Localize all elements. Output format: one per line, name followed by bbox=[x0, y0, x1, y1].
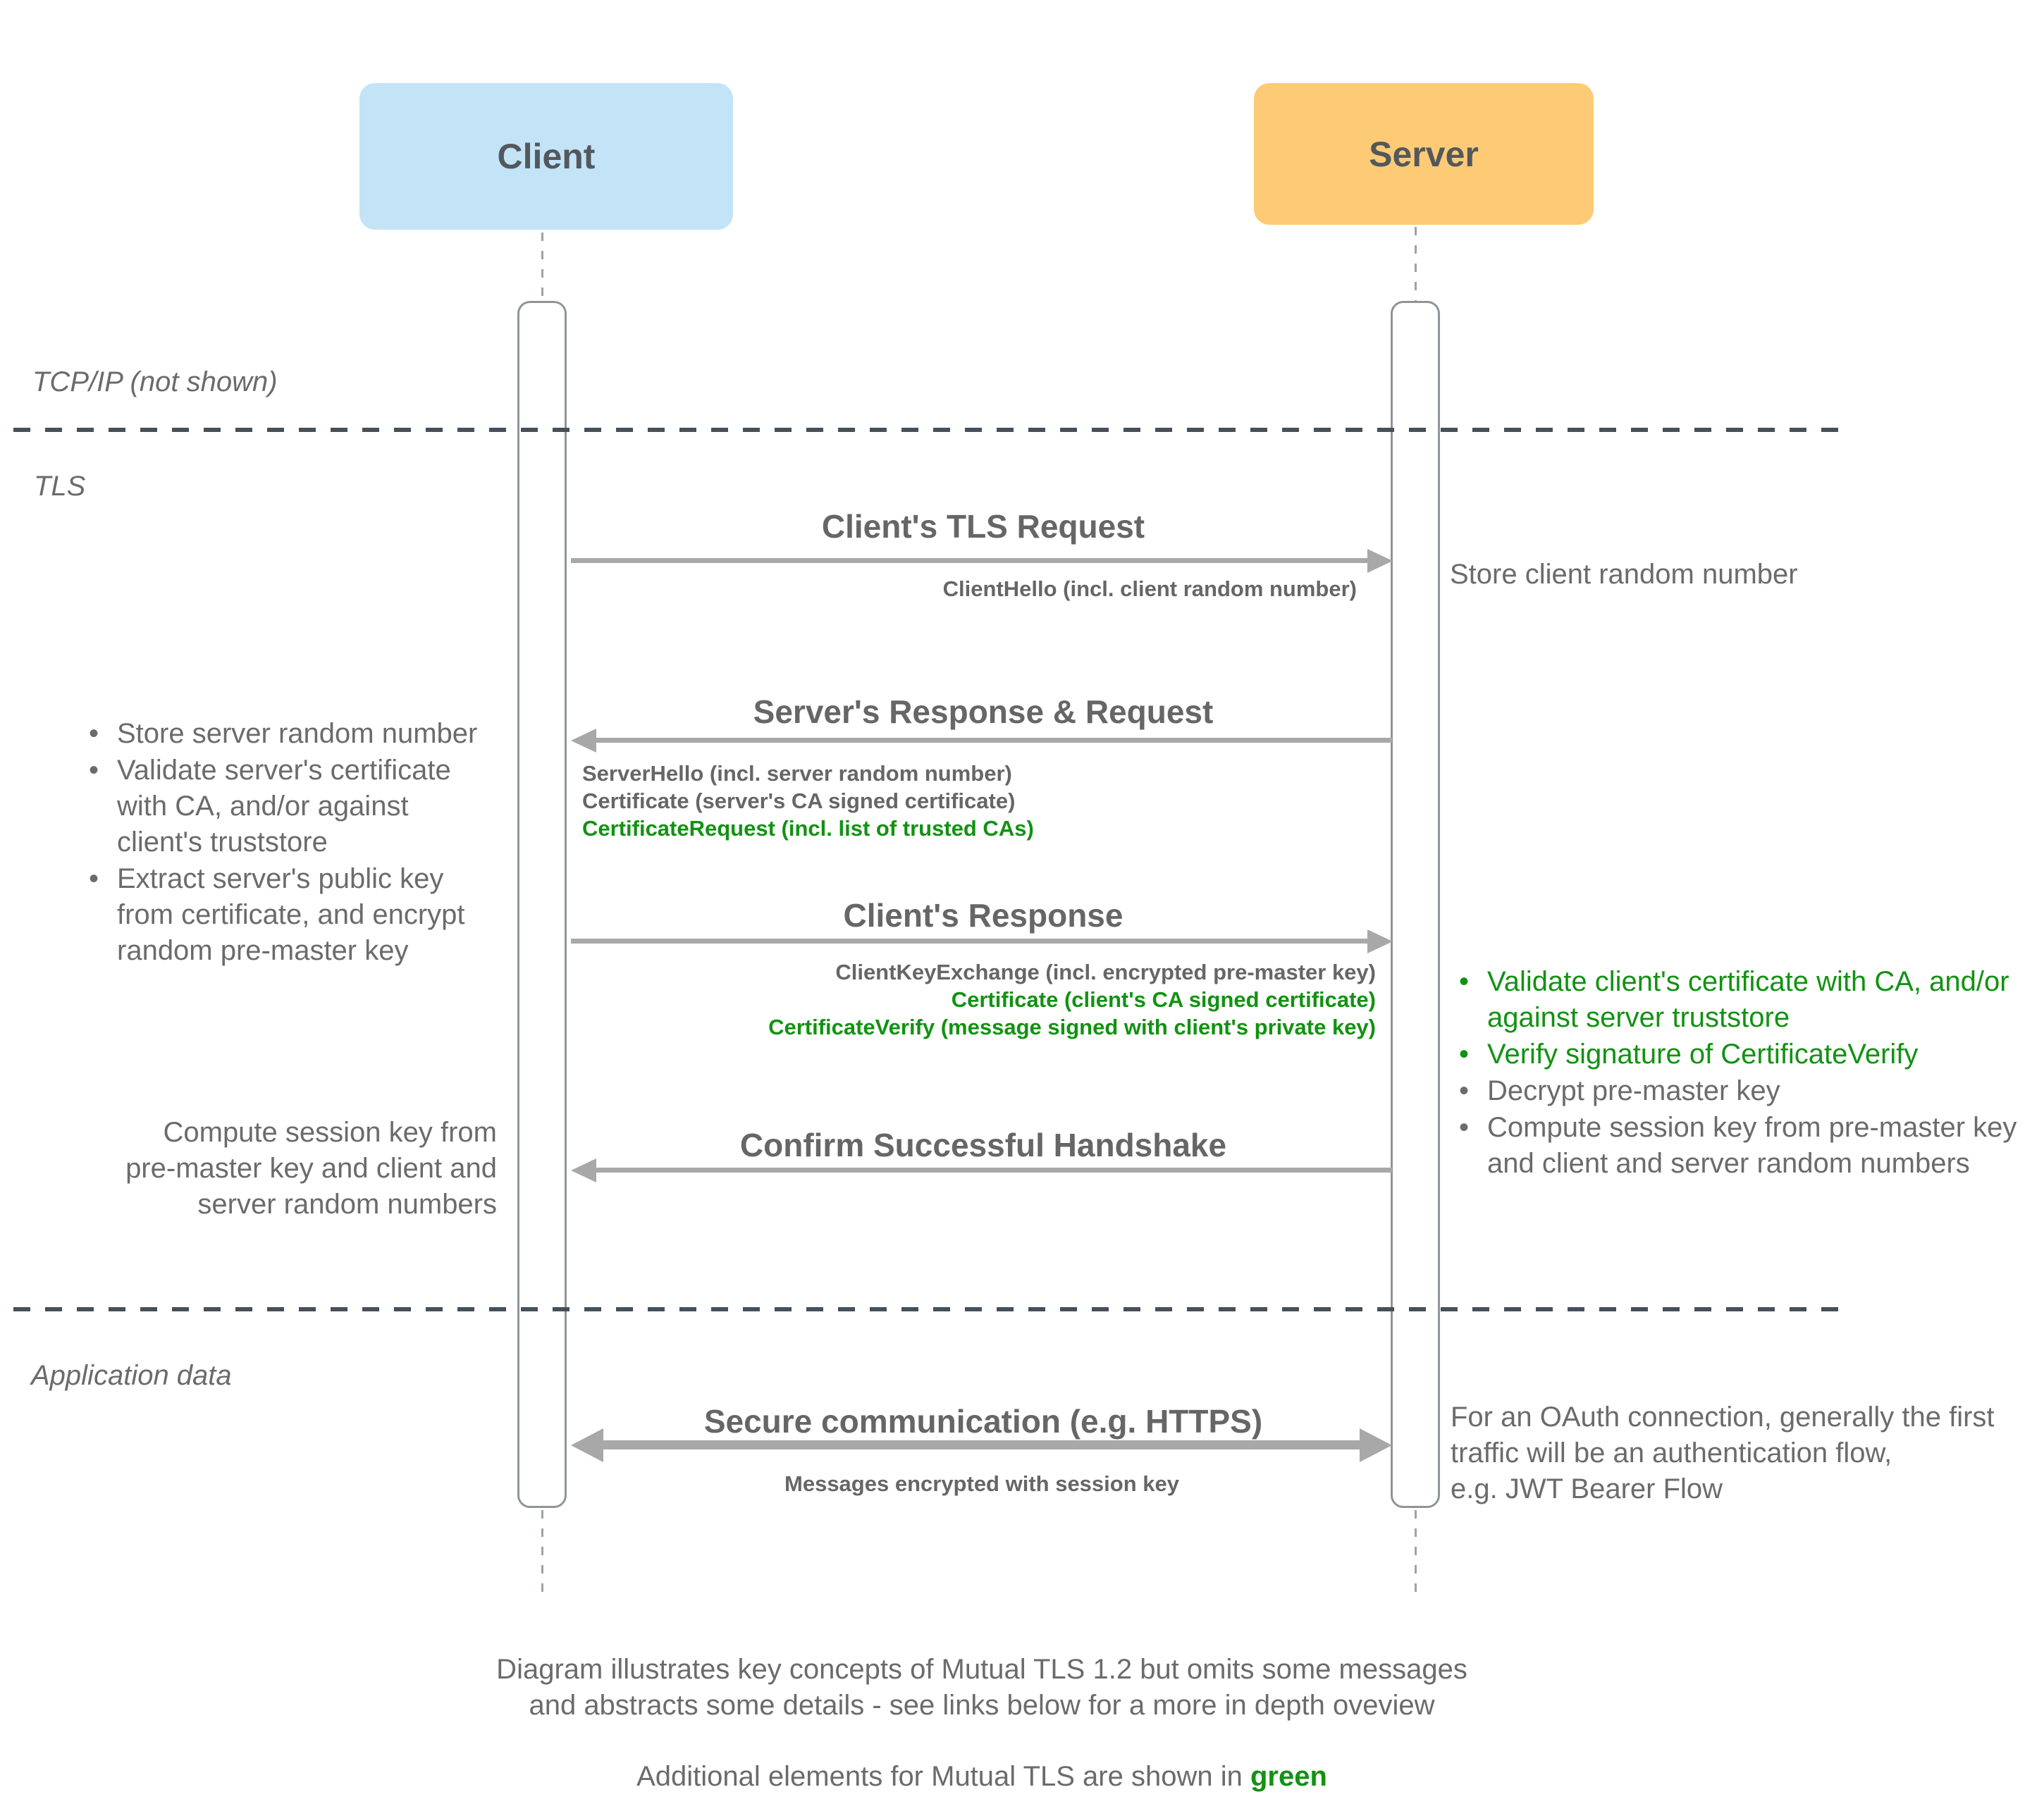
note-client-compute-session-key: Compute session key from pre-master key … bbox=[125, 1117, 497, 1220]
message-detail-2-line2: Certificate (server's CA signed certific… bbox=[582, 789, 1016, 813]
list-item: Store server random number bbox=[83, 716, 552, 752]
footer-note-2-text: Additional elements for Mutual TLS are s… bbox=[636, 1761, 1250, 1792]
arrowhead-left-icon bbox=[571, 729, 596, 753]
message-title-servers-response-request: Server's Response & Request bbox=[753, 693, 1214, 730]
arrowhead-right-icon bbox=[1360, 1428, 1392, 1462]
message-arrow-3 bbox=[571, 939, 1369, 944]
arrowhead-right-icon bbox=[1367, 929, 1393, 953]
message-detail-3-line1: ClientKeyExchange (incl. encrypted pre-m… bbox=[835, 960, 1376, 984]
message-detail-2-line1: ServerHello (incl. server random number) bbox=[582, 761, 1012, 786]
list-item: Validate client's certificate with CA, a… bbox=[1453, 964, 2044, 1036]
message-arrow-2 bbox=[596, 738, 1392, 743]
footer-note-1: Diagram illustrates key concepts of Mutu… bbox=[496, 1654, 1467, 1721]
arrowhead-left-icon bbox=[571, 1158, 596, 1182]
list-item: Decrypt pre-master key bbox=[1453, 1073, 2044, 1109]
message-title-confirm-handshake: Confirm Successful Handshake bbox=[739, 1127, 1227, 1163]
message-detail-3-line2: Certificate (client's CA signed certific… bbox=[951, 987, 1376, 1012]
actor-server-label: Server bbox=[1369, 134, 1479, 174]
message-detail-3-line3: CertificateVerify (message signed with c… bbox=[768, 1015, 1376, 1039]
list-item: Verify signature of CertificateVerify bbox=[1453, 1037, 2044, 1072]
lifeline-client-bottom bbox=[541, 1510, 543, 1600]
lifeline-server-top bbox=[1415, 227, 1417, 301]
section-label-tls: TLS bbox=[34, 471, 86, 502]
section-label-application-data: Application data bbox=[31, 1360, 232, 1391]
message-detail-1: ClientHello (incl. client random number) bbox=[942, 576, 1357, 601]
message-detail-5: Messages encrypted with session key bbox=[784, 1471, 1179, 1496]
separator-tls-appdata bbox=[13, 1307, 1849, 1311]
note-store-client-random: Store client random number bbox=[1450, 559, 1798, 590]
message-title-clients-tls-request: Client's TLS Request bbox=[821, 508, 1145, 545]
actor-client-label: Client bbox=[497, 137, 596, 176]
list-item: Compute session key from pre-master key … bbox=[1453, 1110, 2044, 1182]
lifeline-server-bottom bbox=[1415, 1510, 1417, 1600]
arrowhead-right-icon bbox=[1367, 549, 1393, 573]
footer-note-2-green-word: green bbox=[1250, 1761, 1327, 1792]
note-server-oauth: For an OAuth connection, generally the f… bbox=[1451, 1402, 1995, 1504]
message-arrow-4 bbox=[596, 1168, 1392, 1173]
lifeline-client-top bbox=[541, 233, 543, 301]
activation-bar-server bbox=[1391, 301, 1440, 1508]
message-arrow-5 bbox=[602, 1440, 1361, 1449]
message-detail-2-line3: CertificateRequest (incl. list of truste… bbox=[582, 816, 1034, 841]
footer-note-2: Additional elements for Mutual TLS are s… bbox=[636, 1759, 1327, 1795]
message-title-secure-communication: Secure communication (e.g. HTTPS) bbox=[703, 1403, 1263, 1440]
arrowhead-left-icon bbox=[571, 1428, 603, 1462]
server-actions-list: Validate client's certificate with CA, a… bbox=[1453, 964, 2044, 1182]
message-arrow-1 bbox=[571, 558, 1369, 563]
separator-tcpip-tls bbox=[13, 428, 1849, 432]
list-item: Extract server's public key from certifi… bbox=[83, 861, 552, 969]
list-item: Validate server's certificate with CA, a… bbox=[83, 753, 552, 860]
actor-client: Client bbox=[359, 83, 733, 230]
client-actions-list: Store server random number Validate serv… bbox=[83, 716, 552, 970]
message-title-clients-response: Client's Response bbox=[843, 897, 1123, 934]
actor-server: Server bbox=[1254, 83, 1594, 225]
section-label-tcpip: TCP/IP (not shown) bbox=[32, 366, 278, 397]
